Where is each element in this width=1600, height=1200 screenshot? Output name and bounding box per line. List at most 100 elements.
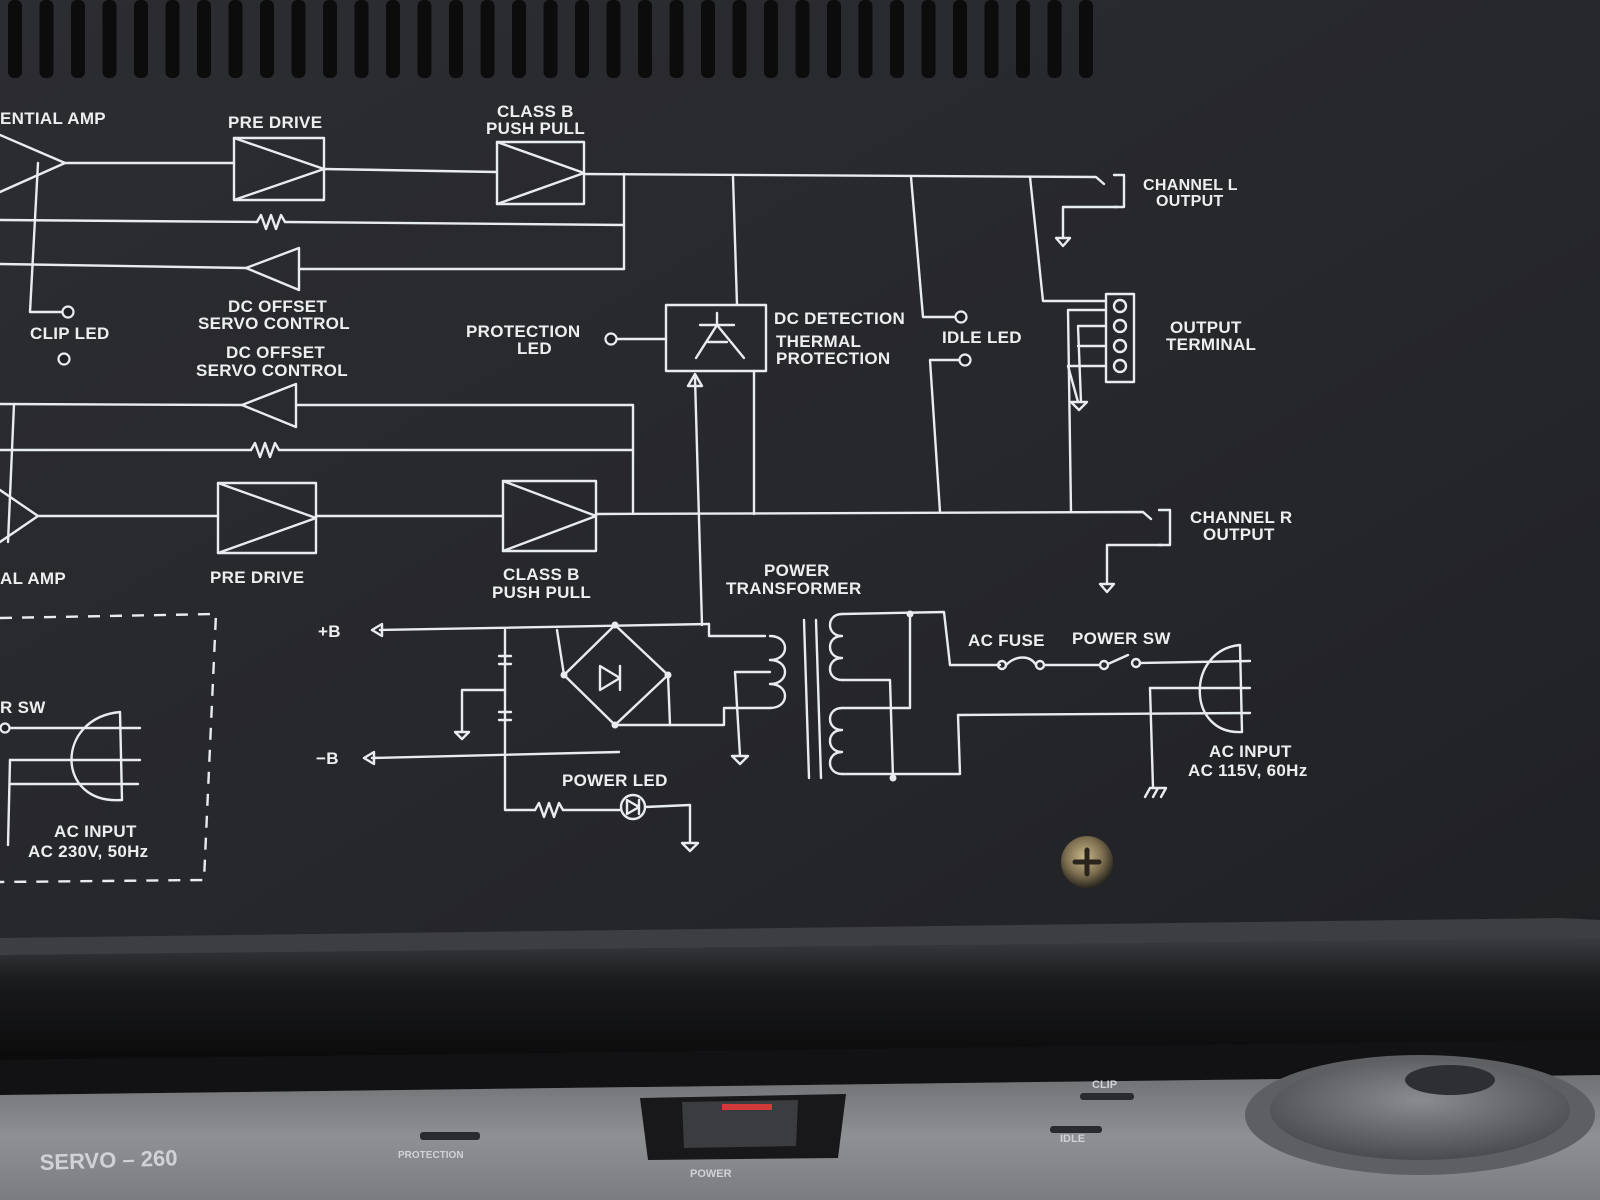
protection-led-node [604, 332, 618, 346]
vent-slot [134, 0, 148, 78]
label-dc-offset-2b: SERVO CONTROL [196, 361, 348, 380]
vent-slot [1047, 0, 1062, 78]
label-ac-input-us-2: AC 115V, 60Hz [1188, 761, 1308, 780]
label-pre-drive-r: PRE DRIVE [210, 568, 304, 587]
volume-knob[interactable] [1245, 1055, 1595, 1175]
vent-slot [701, 0, 715, 78]
power-transformer-core [802, 618, 823, 780]
label-protection-led-2: LED [517, 339, 552, 358]
front-panel: SERVO – 260 PROTECTION POWER CLIP IDLE [0, 1055, 1600, 1200]
feedback-resistor-r [249, 441, 281, 459]
ac-plug-us [1143, 643, 1252, 799]
vent-slot [543, 0, 558, 78]
label-class-b-r-2: PUSH PULL [492, 583, 591, 602]
vent-slot [921, 0, 936, 78]
channel-l-jack [1112, 173, 1126, 209]
label-clip-led: CLIP LED [30, 324, 110, 343]
label-dc-offset-1a: DC OFFSET [228, 297, 327, 316]
vent-slot [386, 0, 400, 78]
label-thermal-1: THERMAL [776, 332, 861, 351]
protection-label: PROTECTION [398, 1150, 464, 1161]
vent-slot [795, 0, 810, 78]
vent-slot [512, 0, 526, 78]
label-ac-input-us-1: AC INPUT [1209, 742, 1292, 761]
label-output-terminal-2: TERMINAL [1166, 335, 1256, 354]
transformer-primary [828, 610, 962, 782]
label-diff-amp-r: AL AMP [0, 569, 66, 588]
label-dc-offset-1b: SERVO CONTROL [198, 314, 350, 333]
label-power-sw: POWER SW [1072, 629, 1171, 648]
vent-slot [732, 0, 747, 78]
vent-slot [197, 0, 211, 78]
vent-slot [575, 0, 589, 78]
vent-slot [953, 0, 967, 78]
power-button[interactable] [640, 1094, 846, 1160]
schematic-labels: ENTIAL AMP PRE DRIVE CLASS B PUSH PULL C… [0, 102, 1308, 861]
vent-slot [291, 0, 306, 78]
vent-slot [764, 0, 778, 78]
power-led-indicator [722, 1104, 772, 1110]
mounting-screw [1061, 836, 1113, 888]
idle-led-node-r [958, 353, 972, 367]
ac-fuse-symbol [996, 656, 1046, 671]
vent-slot [228, 0, 243, 78]
label-channel-r-2: OUTPUT [1203, 525, 1275, 544]
feedback-resistor-l [255, 213, 287, 231]
label-pre-drive-l: PRE DRIVE [228, 113, 322, 132]
channel-r-jack [1157, 508, 1172, 547]
class-b-r-block [501, 479, 598, 553]
power-label: POWER [690, 1168, 732, 1180]
clip-indicator [1080, 1093, 1134, 1100]
vent-slot [323, 0, 337, 78]
label-class-b-l-2: PUSH PULL [486, 119, 585, 138]
label-minus-b: −B [316, 749, 339, 768]
label-plus-b: +B [318, 622, 341, 641]
label-power-led: POWER LED [562, 771, 668, 790]
clip-label: CLIP [1092, 1079, 1117, 1091]
vent-slot [71, 0, 85, 78]
clip-led-node-r [57, 352, 71, 366]
block-diagram [0, 133, 1252, 884]
vent-slot [1016, 0, 1030, 78]
vent-slot [858, 0, 873, 78]
model-name-label: SERVO – 260 [39, 1145, 178, 1175]
label-ac-input-eu-1: AC INPUT [54, 822, 137, 841]
vent-slot [669, 0, 684, 78]
label-channel-r-1: CHANNEL R [1190, 508, 1293, 527]
label-power-transformer-1: POWER [764, 561, 830, 580]
filter-capacitors [453, 628, 513, 760]
vent-slot [1079, 0, 1093, 78]
vent-slot [890, 0, 904, 78]
power-led-resistor [533, 801, 565, 819]
label-output-terminal-1: OUTPUT [1170, 318, 1242, 337]
vent-slot [606, 0, 621, 78]
label-idle-led: IDLE LED [942, 328, 1022, 347]
vent-slot [8, 0, 22, 78]
label-channel-l-1: CHANNEL L [1143, 177, 1238, 194]
label-protection-led-1: PROTECTION [466, 322, 580, 341]
top-cover-panel [0, 0, 1600, 940]
label-class-b-r-1: CLASS B [503, 565, 580, 584]
idle-label: IDLE [1060, 1133, 1085, 1145]
vent-slot [354, 0, 369, 78]
label-r-sw: R SW [0, 698, 46, 717]
label-thermal-2: PROTECTION [776, 349, 890, 368]
label-dc-offset-2a: DC OFFSET [226, 343, 325, 362]
vent-slot [417, 0, 432, 78]
clip-led-node [61, 305, 75, 319]
vent-slot [260, 0, 274, 78]
label-diff-amp-l: ENTIAL AMP [0, 109, 106, 128]
vent-slot [449, 0, 463, 78]
vent-slot [638, 0, 652, 78]
vent-slot [984, 0, 999, 78]
label-class-b-l-1: CLASS B [497, 102, 574, 121]
label-channel-l-2: OUTPUT [1156, 193, 1224, 210]
cover-edge [0, 918, 1600, 1095]
vent-slot [827, 0, 841, 78]
idle-indicator [1050, 1126, 1102, 1133]
vent-slot [165, 0, 180, 78]
vent-slot [480, 0, 495, 78]
ac-plug-eu [70, 710, 124, 802]
label-power-transformer-2: TRANSFORMER [726, 579, 862, 598]
